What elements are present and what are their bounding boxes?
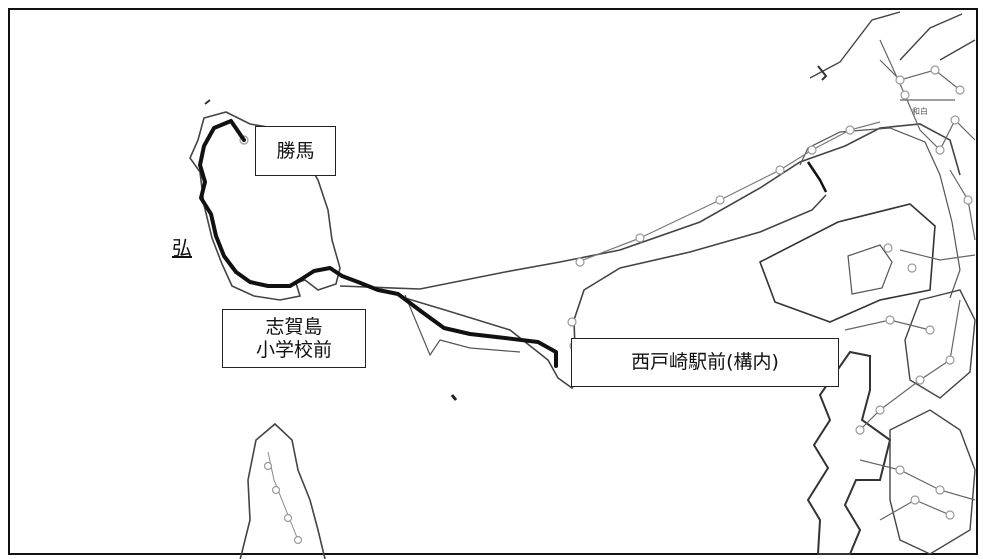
bus-stops [239,65,973,545]
port-block-5 [889,409,976,555]
nokonoshima-road [267,451,299,541]
stop-label-katsuma: 勝馬 [255,126,336,176]
road-network [844,39,976,521]
mainland-coastline [809,11,976,79]
port-block-4 [904,289,976,399]
small-islet [204,99,211,105]
port-block-1 [759,203,936,323]
port-block-2 [847,244,893,295]
road-marker-label: 和白 [912,107,928,116]
route-spur [806,161,828,193]
highlighted-bus-route [198,119,558,368]
stop-label-saitozaki-station: 西戸崎駅前(構内) [571,338,839,387]
map-border [8,8,978,555]
stop-label-hiro: 弘 [172,236,192,260]
sandbar-inner-loop [799,127,961,299]
small-pier [817,65,828,81]
peninsula-tip [404,294,521,357]
port-block-3 [806,350,892,555]
small-reef-mark [450,394,458,401]
sandbar-north-coast [339,123,961,290]
nokonoshima-coastline [239,422,326,559]
stop-label-shikanoshima-school: 志賀島 小学校前 [222,309,366,368]
